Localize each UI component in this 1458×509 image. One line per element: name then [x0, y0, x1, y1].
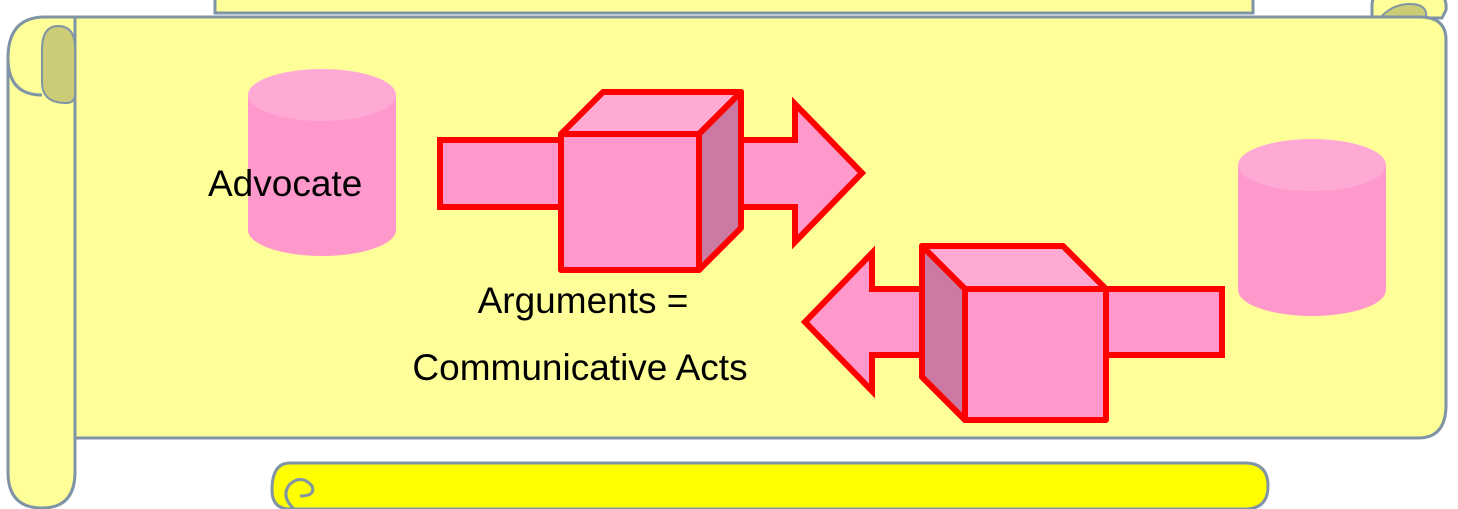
- right-cylinder: [1238, 139, 1386, 316]
- bottom-banner: [270, 461, 1270, 509]
- arguments-label-line2: Communicative Acts: [412, 347, 747, 388]
- scroll-top-curl: [1370, 0, 1448, 20]
- upper-cube: [558, 89, 744, 273]
- scroll-left-roll: [6, 15, 77, 509]
- left-cylinder: [248, 69, 396, 256]
- top-banner: [213, 0, 1255, 15]
- arguments-label-line1: Arguments =: [478, 280, 689, 321]
- lower-cube: [919, 243, 1109, 423]
- advocate-label: Advocate: [208, 163, 362, 204]
